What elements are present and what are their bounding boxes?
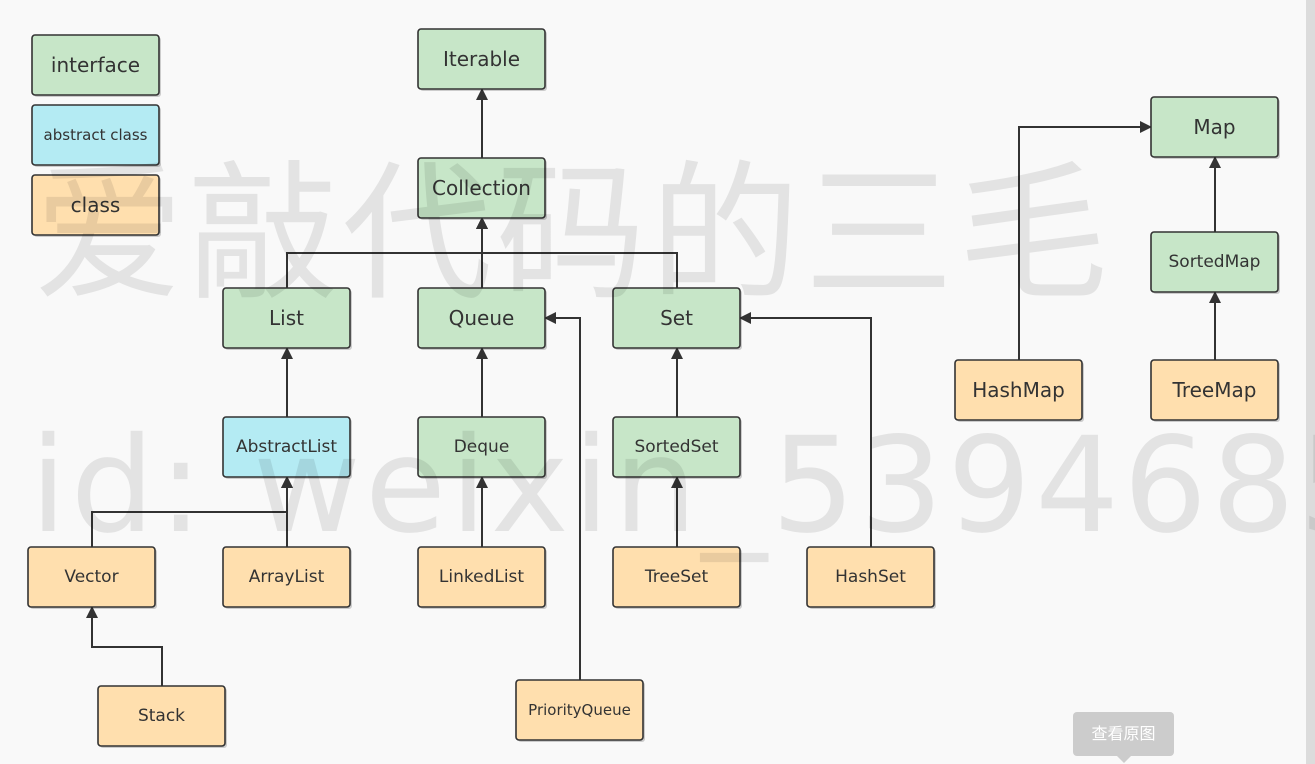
node-box [417, 157, 546, 219]
node-box [31, 104, 160, 166]
node-box [31, 34, 160, 96]
node-label: List [269, 306, 304, 330]
node-abstractlist: AbstractList [222, 416, 352, 479]
node-sortedmap: SortedMap [1150, 231, 1280, 294]
node-label: Queue [449, 306, 515, 330]
edge-stack-to-vector [86, 606, 163, 686]
node-label: Map [1193, 115, 1235, 139]
node-hashset: HashSet [806, 546, 936, 609]
node-sortedset: SortedSet [612, 416, 742, 479]
node-box [97, 685, 226, 747]
node-label: class [71, 193, 121, 217]
node-label: PriorityQueue [528, 701, 631, 719]
edge-set-to-collection [476, 217, 678, 288]
node-collection: Collection [417, 157, 547, 220]
node-deque: Deque [417, 416, 547, 479]
node-box [612, 287, 741, 349]
node-box [222, 416, 351, 478]
node-label: SortedMap [1169, 252, 1261, 272]
node-label: AbstractList [236, 437, 337, 457]
edges [86, 88, 1221, 686]
legend-abstract: abstract class [31, 104, 161, 167]
node-label: TreeMap [1172, 378, 1257, 402]
node-iterable: Iterable [417, 28, 547, 91]
node-box [222, 287, 351, 349]
node-label: Vector [64, 567, 118, 587]
node-hashmap: HashMap [954, 359, 1084, 422]
node-box [417, 546, 546, 608]
node-priorityqueue: PriorityQueue [515, 679, 645, 742]
node-box [222, 546, 351, 608]
node-box [31, 174, 160, 236]
edge-vector-to-abstractlist [91, 476, 293, 547]
node-map: Map [1150, 96, 1280, 159]
node-label: LinkedList [439, 567, 525, 587]
legend-class: class [31, 174, 161, 237]
node-box [515, 679, 644, 741]
node-box [612, 546, 741, 608]
edge-hashmap-to-map [1018, 121, 1152, 360]
node-box [612, 416, 741, 478]
edge-hashset-to-set [739, 312, 872, 547]
node-box [954, 359, 1083, 421]
node-treemap: TreeMap [1150, 359, 1280, 422]
node-box [417, 287, 546, 349]
node-stack: Stack [97, 685, 227, 748]
node-label: SortedSet [634, 437, 718, 457]
node-queue: Queue [417, 287, 547, 350]
node-label: abstract class [44, 126, 148, 144]
node-label: TreeSet [644, 567, 709, 587]
nodes: interface abstract class class IterableColl… [27, 28, 1280, 748]
node-treeset: TreeSet [612, 546, 742, 609]
node-box [1150, 359, 1279, 421]
scrollbar-edge [1306, 0, 1315, 764]
node-vector: Vector [27, 546, 157, 609]
node-list: List [222, 287, 352, 350]
node-label: interface [51, 53, 140, 77]
legend-interface: interface [31, 34, 161, 97]
node-label: Collection [432, 176, 531, 200]
node-box [27, 546, 156, 608]
node-label: Iterable [443, 47, 520, 71]
node-label: Set [660, 306, 693, 330]
node-arraylist: ArrayList [222, 546, 352, 609]
edge-priorityqueue-to-queue [544, 312, 581, 680]
node-label: Deque [454, 437, 510, 457]
node-box [417, 416, 546, 478]
node-box [1150, 96, 1279, 158]
node-set: Set [612, 287, 742, 350]
node-label: HashMap [972, 378, 1065, 402]
view-original-button[interactable]: 查看原图 [1073, 712, 1174, 763]
node-linkedlist: LinkedList [417, 546, 547, 609]
node-box [806, 546, 935, 608]
node-box [417, 28, 546, 90]
node-box [1150, 231, 1279, 293]
edge-list-to-collection [286, 217, 488, 288]
node-label: HashSet [835, 567, 906, 587]
node-label: ArrayList [249, 567, 325, 587]
node-label: Stack [138, 706, 185, 726]
